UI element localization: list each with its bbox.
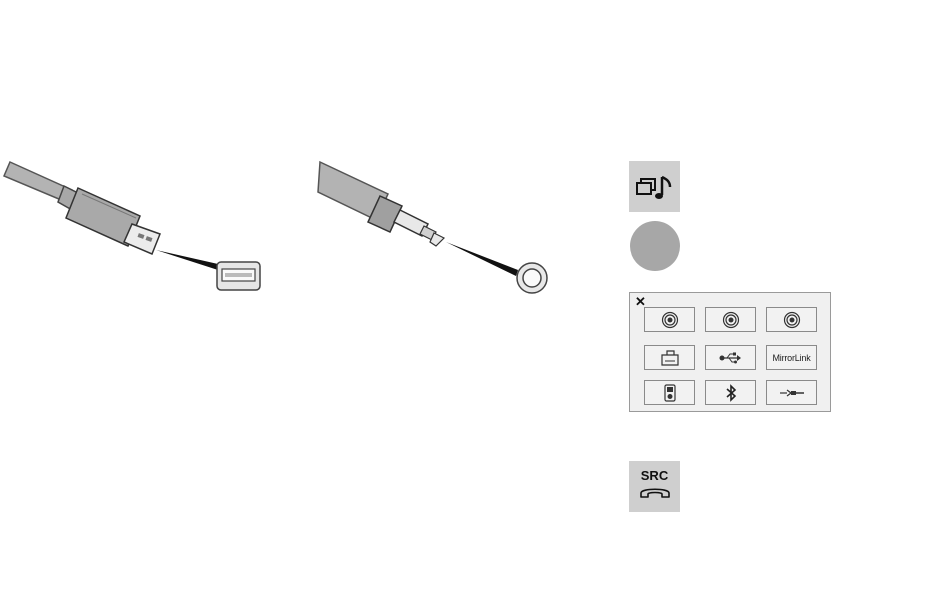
usb-illustration <box>0 150 270 300</box>
sd-card-icon <box>660 349 680 367</box>
source-sd-card[interactable] <box>644 345 695 370</box>
bluetooth-icon <box>725 384 737 402</box>
source-radio-2[interactable] <box>705 307 756 332</box>
round-button[interactable] <box>630 221 680 271</box>
phone-handset-icon <box>638 485 672 499</box>
aux-jack-icon <box>779 388 805 398</box>
mirrorlink-label: MirrorLink <box>772 353 810 363</box>
src-label: SRC <box>641 469 668 482</box>
media-source-icon <box>634 171 676 203</box>
source-ipod[interactable] <box>644 380 695 405</box>
source-radio-1[interactable] <box>644 307 695 332</box>
source-panel: ✕ MirrorLink <box>629 292 831 412</box>
usb-cable-icon <box>0 150 270 300</box>
source-bluetooth[interactable] <box>705 380 756 405</box>
radio-icon <box>661 311 679 329</box>
source-radio-3[interactable] <box>766 307 817 332</box>
src-button[interactable]: SRC <box>629 461 680 512</box>
audio-jack-icon <box>310 150 560 300</box>
ipod-icon <box>664 384 676 402</box>
usb-icon <box>719 351 743 365</box>
radio-icon <box>783 311 801 329</box>
source-mirrorlink[interactable]: MirrorLink <box>766 345 817 370</box>
jack-illustration <box>310 150 560 300</box>
source-usb[interactable] <box>705 345 756 370</box>
radio-icon <box>722 311 740 329</box>
source-aux[interactable] <box>766 380 817 405</box>
media-source-button[interactable] <box>629 161 680 212</box>
